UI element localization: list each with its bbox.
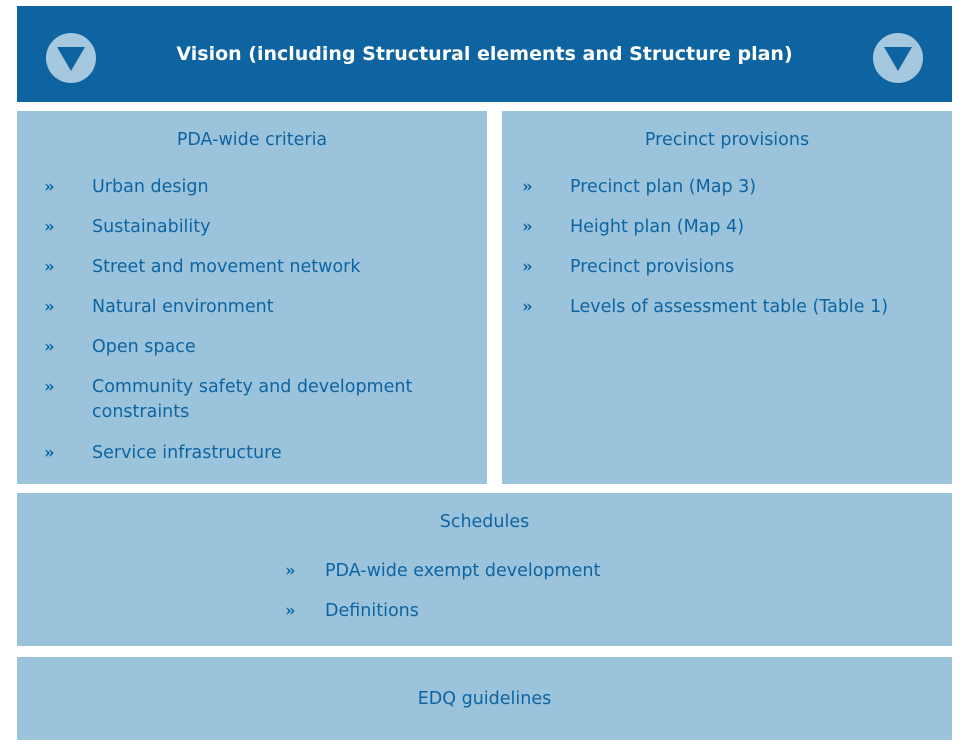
list-item: » PDA-wide exempt development xyxy=(285,559,785,583)
list-item: » Height plan (Map 4) xyxy=(522,215,902,239)
precinct-provisions-title: Precinct provisions xyxy=(644,130,810,150)
list-item-label: Open space xyxy=(92,337,196,357)
pda-wide-criteria-title: PDA-wide criteria xyxy=(176,130,328,150)
list-item-label: Sustainability xyxy=(92,217,211,237)
list-item-label: Community safety and development constra… xyxy=(92,377,413,422)
list-item: » Open space xyxy=(44,335,464,359)
down-triangle-icon xyxy=(46,33,96,83)
list-item-label: Height plan (Map 4) xyxy=(570,217,745,237)
precinct-provisions-panel: Precinct provisions » Precinct plan (Map … xyxy=(502,111,952,484)
down-triangle-icon xyxy=(873,33,923,83)
bullet-icon: » xyxy=(44,337,55,357)
precinct-provisions-list: » Precinct plan (Map 3) » Height plan (Map… xyxy=(522,175,902,319)
list-item: » Urban design xyxy=(44,175,464,199)
list-item: » Sustainability xyxy=(44,215,464,239)
list-item-label: PDA-wide exempt development xyxy=(325,561,601,581)
bullet-icon: » xyxy=(522,217,533,237)
list-item-label: Urban design xyxy=(92,177,209,197)
pda-wide-criteria-panel: PDA-wide criteria » Urban design » Sustain… xyxy=(17,111,487,484)
list-item-label: Precinct provisions xyxy=(570,257,735,277)
schedules-panel: Schedules » PDA-wide exempt development »… xyxy=(17,493,952,646)
bullet-icon: » xyxy=(44,443,55,463)
bullet-icon: » xyxy=(522,297,533,317)
list-item: » Precinct plan (Map 3) xyxy=(522,175,902,199)
list-item: » Street and movement network xyxy=(44,255,464,279)
edq-guidelines-panel: EDQ guidelines xyxy=(17,657,952,740)
list-item: » Definitions xyxy=(285,599,785,623)
bullet-icon: » xyxy=(44,217,55,237)
list-item-label: Street and movement network xyxy=(92,257,361,277)
list-item-label: Levels of assessment table (Table 1) xyxy=(570,297,889,317)
bullet-icon: » xyxy=(44,377,55,397)
vision-header: Vision (including Structural elements an… xyxy=(17,6,952,102)
list-item: » Community safety and development constr… xyxy=(44,375,464,425)
schedules-list: » PDA-wide exempt development » Definition… xyxy=(285,559,785,623)
bullet-icon: » xyxy=(44,297,55,317)
bullet-icon: » xyxy=(44,257,55,277)
bullet-icon: » xyxy=(44,177,55,197)
bullet-icon: » xyxy=(522,257,533,277)
vision-title: Vision (including Structural elements an… xyxy=(176,43,793,65)
list-item-label: Service infrastructure xyxy=(92,443,282,463)
list-item: » Precinct provisions xyxy=(522,255,902,279)
bullet-icon: » xyxy=(285,601,296,621)
list-item: » Service infrastructure xyxy=(44,441,464,465)
list-item-label: Definitions xyxy=(325,601,419,621)
list-item: » Natural environment xyxy=(44,295,464,319)
edq-guidelines-title: EDQ guidelines xyxy=(417,688,552,709)
schedules-title: Schedules xyxy=(439,512,530,532)
list-item-label: Natural environment xyxy=(92,297,274,317)
list-item: » Levels of assessment table (Table 1) xyxy=(522,295,902,319)
list-item-label: Precinct plan (Map 3) xyxy=(570,177,757,197)
bullet-icon: » xyxy=(285,561,296,581)
bullet-icon: » xyxy=(522,177,533,197)
pda-wide-criteria-list: » Urban design » Sustainability » Street an… xyxy=(44,175,464,465)
